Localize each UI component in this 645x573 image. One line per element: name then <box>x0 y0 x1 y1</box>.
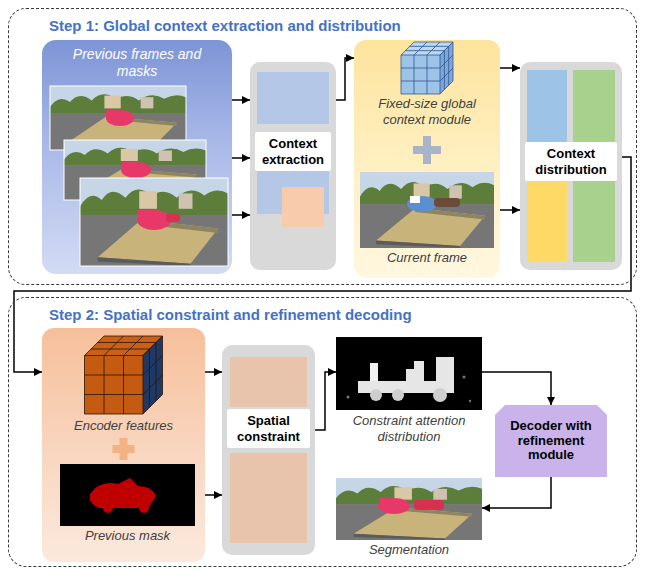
flow-arrow <box>482 372 551 405</box>
process-panel: Context distribution <box>520 62 622 270</box>
illustration-shape <box>378 498 410 514</box>
frame-image: Current frame <box>360 172 494 272</box>
illustration-shape <box>392 389 404 401</box>
module-caption: Fixed-size global context module <box>358 96 496 127</box>
feature-panel: Encoder features Previous mask <box>42 328 205 562</box>
panel-caption: Encoder features <box>47 418 200 434</box>
illustration-shape <box>401 55 440 94</box>
input-panel: Previous frames and masks <box>42 40 232 274</box>
illustration-shape <box>336 478 482 540</box>
flow-arrow <box>336 58 354 100</box>
illustration-shape <box>80 178 228 266</box>
mask-image: Previous mask <box>60 464 195 548</box>
illustration-shape <box>401 42 453 94</box>
illustration-shape <box>143 336 163 414</box>
illustration-shape <box>85 336 163 414</box>
illustration-shape <box>106 110 134 126</box>
flow-arrow <box>482 477 551 508</box>
frame-picture <box>360 172 494 248</box>
illustration-shape <box>440 42 453 94</box>
illustration-shape <box>103 503 113 513</box>
illustration-shape <box>138 210 150 220</box>
illustration-shape <box>433 388 447 402</box>
illustration-shape <box>85 336 163 414</box>
flow-arrow <box>232 157 250 159</box>
panel-caption: Previous frames and masks <box>62 46 212 80</box>
step-title: Step 1: Global context extraction and di… <box>49 17 609 35</box>
illustration-shape <box>80 178 228 266</box>
illustration-shape <box>413 146 441 154</box>
module-panel: Fixed-size global context module Current… <box>354 40 500 278</box>
illustration-shape <box>139 503 149 513</box>
illustration-shape <box>527 172 567 262</box>
decoder-box: Decoder with refinement module <box>495 405 607 477</box>
illustration-shape <box>230 357 307 407</box>
process-panel: Context extraction <box>250 62 336 270</box>
illustration-shape <box>360 172 494 248</box>
illustration-shape <box>434 198 460 207</box>
constraint-blocks <box>222 345 315 555</box>
illustration-shape <box>85 356 144 415</box>
illustration-shape <box>113 445 135 453</box>
flow-arrow <box>232 99 250 101</box>
illustration-shape <box>463 376 466 379</box>
illustration-shape <box>469 400 471 402</box>
flow-arrow <box>315 372 336 430</box>
image-caption: Current frame <box>360 250 494 266</box>
illustration-shape <box>121 162 151 178</box>
illustration-shape <box>414 500 444 510</box>
illustration-shape <box>495 405 607 477</box>
illustration-shape <box>370 389 382 401</box>
illustration-shape <box>166 214 180 222</box>
illustration-shape <box>358 357 454 393</box>
illustration-shape <box>257 72 329 124</box>
step-region: Step 1: Global context extraction and di… <box>8 8 637 285</box>
flow-arrow <box>232 214 250 216</box>
illustration-shape <box>282 187 324 227</box>
flow-arrow <box>500 67 520 69</box>
attention-image: Constraint attention distribution <box>336 337 482 449</box>
illustration-shape <box>573 172 615 262</box>
illustration-shape <box>370 363 378 381</box>
step-title: Step 2: Spatial constraint and refinemen… <box>49 306 609 324</box>
image-caption: Constraint attention distribution <box>336 413 482 444</box>
mask-picture <box>60 464 195 526</box>
image-caption: Previous mask <box>60 528 195 544</box>
step-region: Step 2: Spatial constraint and refinemen… <box>8 297 637 567</box>
process-label: Context distribution <box>525 142 617 181</box>
process-label: Context extraction <box>255 132 331 171</box>
illustration-shape <box>80 178 228 266</box>
segmentation-picture <box>336 478 482 540</box>
illustration-shape <box>347 396 350 399</box>
illustration-shape <box>60 464 195 526</box>
encoder-cube <box>42 328 205 562</box>
illustration-shape <box>106 110 116 118</box>
illustration-shape <box>380 498 390 506</box>
illustration-shape <box>401 42 453 94</box>
illustration-shape <box>230 453 307 543</box>
image-caption: Segmentation <box>336 542 482 558</box>
decoder-label: Decoder with refinement module <box>505 419 597 464</box>
illustration-shape <box>410 196 420 203</box>
illustration-shape <box>137 210 171 230</box>
attention-picture <box>336 337 482 410</box>
process-label: Spatial constraint <box>227 409 310 448</box>
illustration-shape <box>336 337 482 410</box>
flow-arrow <box>205 371 222 373</box>
illustration-shape <box>407 196 437 212</box>
result-image: Segmentation <box>336 478 482 562</box>
process-panel: Spatial constraint <box>222 345 315 555</box>
illustration-shape <box>122 162 132 170</box>
